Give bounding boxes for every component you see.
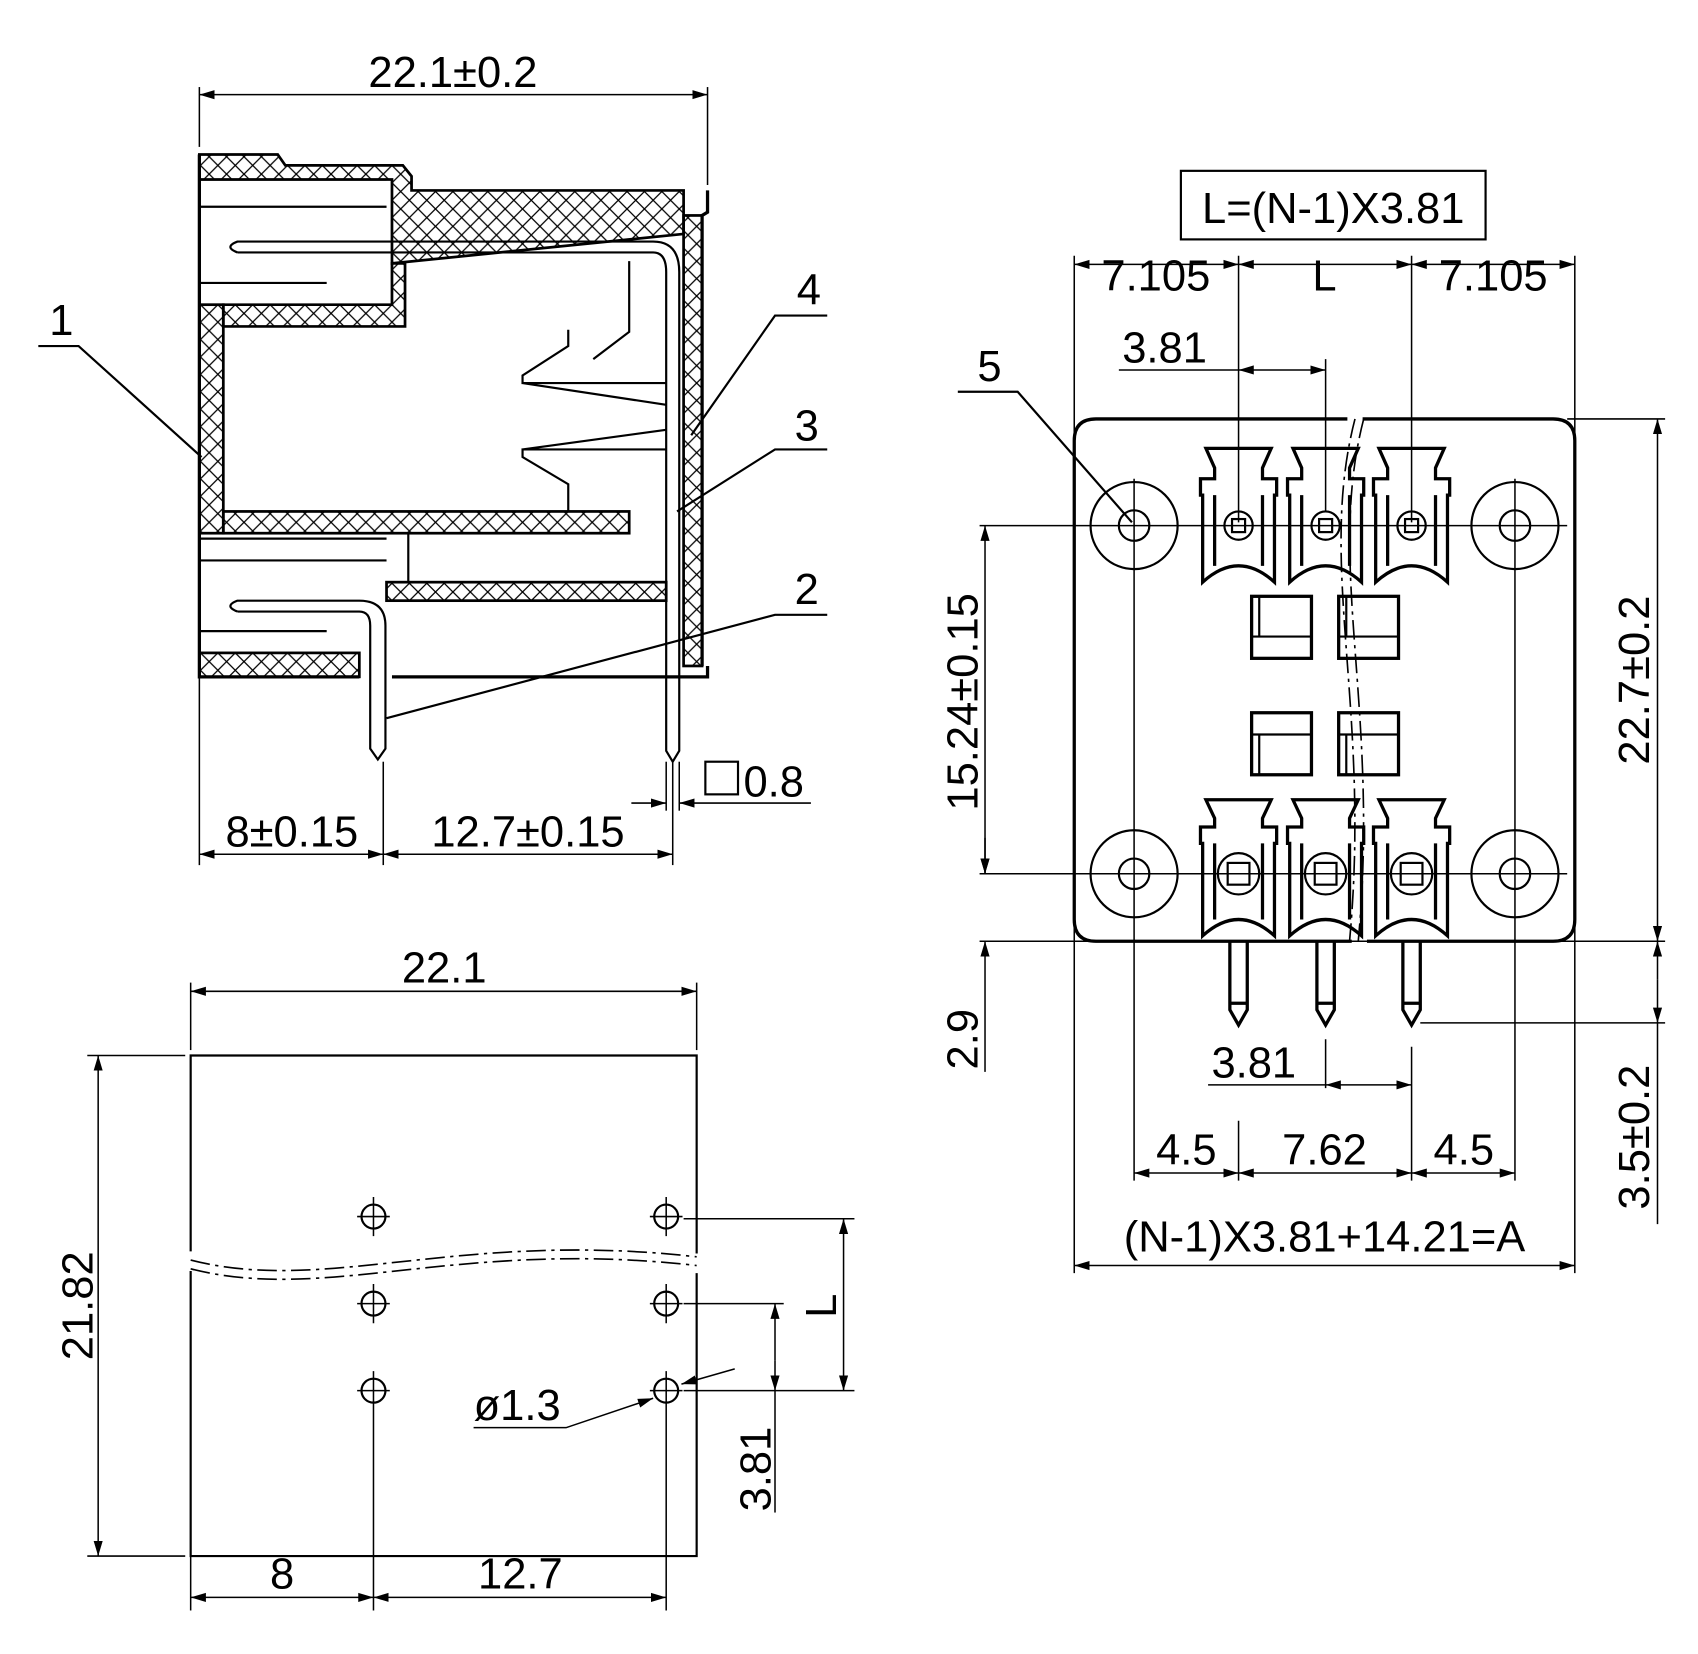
side-view: 22.1±0.2 8±0.15 12.7±0.15 0.8 1	[38, 49, 828, 866]
pcb-pitch-left-label: 8	[270, 1551, 294, 1599]
hole	[649, 1284, 683, 1324]
pcb-layout-view: 22.1 21.82 L 3.81 ø1.3 8 12	[55, 945, 855, 1611]
windows	[1249, 594, 1401, 777]
left-margin-label: 7.105	[1101, 253, 1210, 301]
row-length-label: L	[798, 1294, 846, 1318]
hole	[357, 1284, 390, 1324]
pitch-top-label: 3.81	[1122, 324, 1207, 372]
pcb-height-label: 21.82	[55, 1251, 103, 1360]
hole	[649, 1371, 683, 1611]
margin-left-bottom-label: 4.5	[1156, 1126, 1217, 1174]
pin-upper	[229, 240, 681, 764]
mounting-hole	[1089, 480, 1179, 571]
callout-1: 1	[38, 297, 203, 458]
front-view: L=(N-1)X3.81 7.105 L 7.105 3.81 5	[939, 169, 1666, 1274]
hole-diameter-label: ø1.3	[474, 1382, 561, 1430]
square-pin-symbol	[704, 760, 740, 796]
hole	[357, 1371, 390, 1611]
mounting-hole	[1470, 480, 1560, 571]
row-spacing-label: 15.24±0.15	[939, 593, 987, 810]
bottom-offset-label: 2.9	[939, 1009, 987, 1070]
pitch-left-label: 8±0.15	[225, 809, 358, 857]
right-margin-label: 7.105	[1439, 253, 1548, 301]
svg-text:4: 4	[797, 267, 821, 315]
pins	[1228, 941, 1422, 1029]
pitch-bottom-label: 3.81	[1211, 1039, 1296, 1087]
housing-top-wall	[198, 153, 685, 265]
pcb-pitch-right-label: 12.7	[478, 1551, 563, 1599]
hole	[649, 1196, 683, 1237]
callout-5: 5	[977, 343, 1001, 391]
height-label: 22.7±0.2	[1611, 596, 1659, 765]
cavity-upper-frame	[221, 261, 407, 328]
svg-text:3: 3	[795, 403, 819, 451]
connector-body	[1072, 417, 1577, 943]
callout-2: 2	[386, 566, 828, 720]
housing-right-plate	[682, 214, 704, 668]
center-span-label: 7.62	[1282, 1126, 1367, 1174]
terminals-top	[1198, 446, 1452, 586]
pin-length-label: 3.5±0.2	[1611, 1065, 1659, 1210]
terminals-bottom	[1198, 798, 1452, 940]
pin-square-label: 0.8	[743, 759, 804, 807]
hole	[357, 1196, 390, 1237]
mounting-hole	[1089, 829, 1179, 919]
callout-4: 4	[690, 267, 828, 436]
svg-text:2: 2	[795, 566, 819, 614]
callout-3: 3	[676, 403, 828, 513]
mounting-hole	[1470, 829, 1560, 919]
svg-text:1: 1	[49, 297, 73, 345]
formula-box-label: L=(N-1)X3.81	[1202, 185, 1464, 233]
pcb-pitch-label: 3.81	[733, 1427, 781, 1512]
pcb-holes	[357, 1196, 683, 1611]
pitch-right-label: 12.7±0.15	[431, 809, 624, 857]
mounting-holes	[1089, 480, 1560, 919]
cavity-lower-frame	[221, 510, 631, 535]
total-formula-label: (N-1)X3.81+14.21=A	[1124, 1213, 1526, 1261]
length-label: L	[1312, 253, 1336, 301]
housing-bottom-wall	[198, 651, 361, 679]
pcb-outline	[189, 1054, 698, 1558]
margin-right-bottom-label: 4.5	[1434, 1126, 1494, 1174]
housing-lower-wall	[385, 580, 668, 603]
side-width-label: 22.1±0.2	[368, 49, 537, 97]
pin-lower	[229, 599, 387, 762]
pcb-width-label: 22.1	[402, 945, 487, 993]
housing-left-wall	[198, 303, 225, 535]
formula-box	[1179, 169, 1487, 241]
